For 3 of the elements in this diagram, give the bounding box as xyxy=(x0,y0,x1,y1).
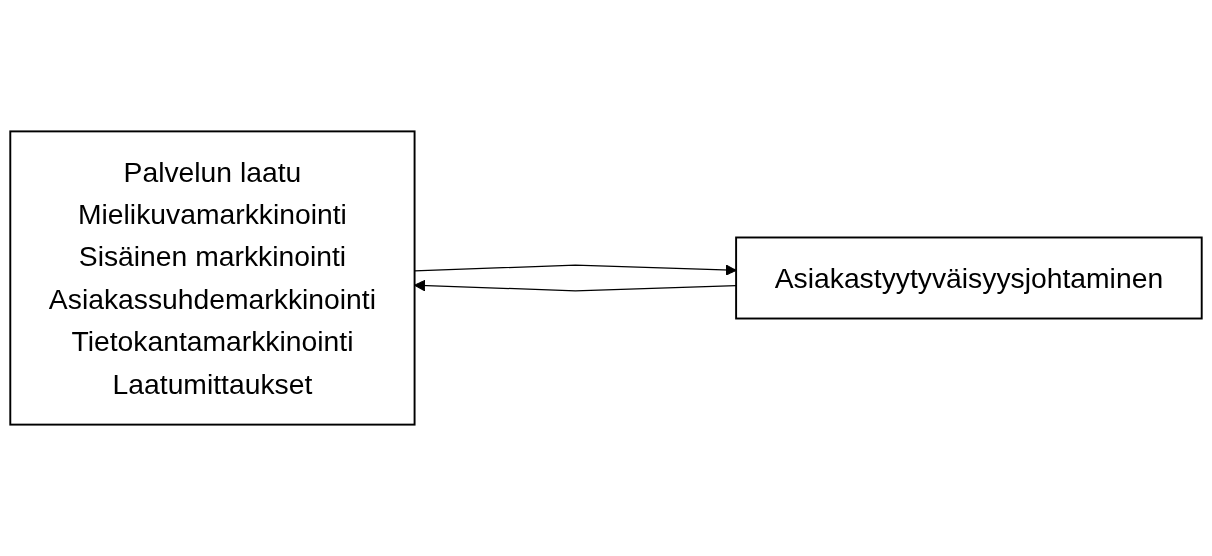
arrow xyxy=(414,279,737,292)
node-box: Palvelun laatu Mielikuvamarkkinointi Sisäinen markkinointi Asiakassuhdemarkkinointi Tietokantamarkkinointi Laatumittaukset xyxy=(9,130,416,426)
node-box: Asiakastyytyväisyysjohtaminen xyxy=(735,236,1203,320)
